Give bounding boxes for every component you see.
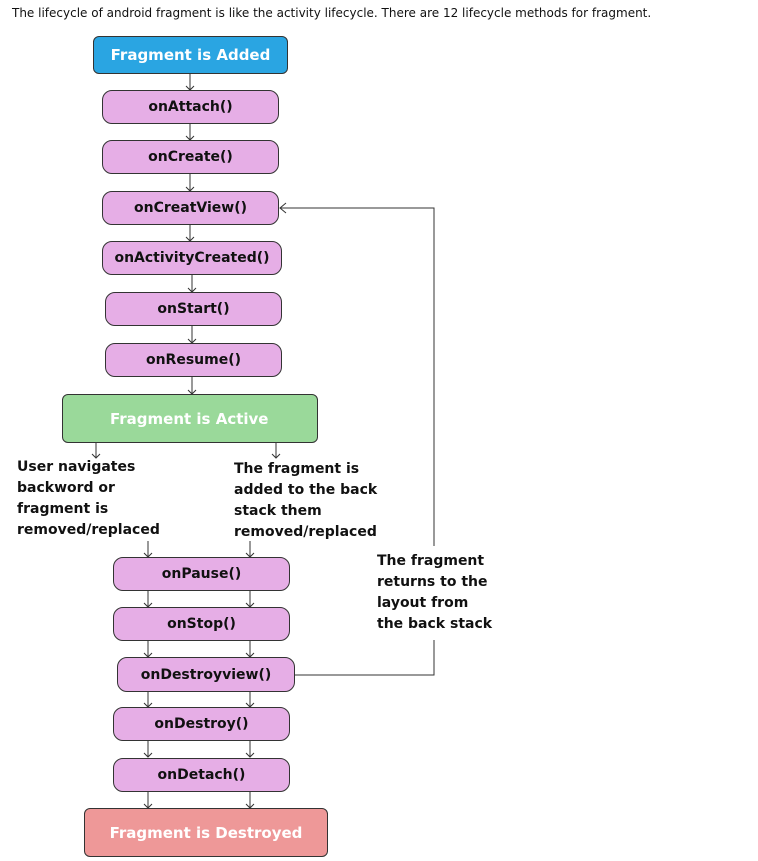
arrow-resume-active — [187, 377, 197, 395]
arrow-createview-activitycreated — [185, 225, 195, 242]
on-resume-method: onResume() — [105, 343, 282, 377]
returns-from-back-stack-note: The fragment returns to the layout from … — [377, 553, 493, 632]
arrow-start-resume — [187, 326, 197, 344]
intro-text: The lifecycle of android fragment is lik… — [12, 6, 652, 20]
arrow-pause-stop-left — [143, 591, 153, 608]
on-destroy-view-method: onDestroyview() — [117, 657, 295, 692]
arrow-backstack-loop — [279, 202, 435, 676]
on-attach-method: onAttach() — [102, 90, 279, 124]
arrow-stop-destroyview-left — [143, 641, 153, 658]
arrow-left-note-pause — [143, 541, 153, 558]
arrow-right-note-pause — [245, 541, 255, 558]
fragment-active-state: Fragment is Active — [62, 394, 318, 443]
fragment-destroyed-state: Fragment is Destroyed — [84, 808, 328, 857]
arrow-create-createview — [185, 174, 195, 192]
on-stop-method: onStop() — [113, 607, 290, 641]
on-create-method: onCreate() — [102, 140, 279, 174]
arrow-added-attach — [185, 74, 195, 91]
arrow-destroyview-destroy-left — [143, 692, 153, 708]
arrow-detach-destroyed-right — [245, 792, 255, 809]
arrow-active-right-note — [271, 443, 281, 459]
arrow-stop-destroyview-right — [245, 641, 255, 658]
arrow-detach-destroyed-left — [143, 792, 153, 809]
arrow-destroy-detach-right — [245, 741, 255, 758]
back-stack-note: The fragment is added to the back stack … — [234, 461, 378, 540]
on-detach-method: onDetach() — [113, 758, 290, 792]
user-navigates-note: User navigates backword or fragment is r… — [17, 459, 160, 538]
arrow-active-left-note — [91, 443, 101, 459]
arrow-activitycreated-start — [187, 275, 197, 293]
on-destroy-method: onDestroy() — [113, 707, 290, 741]
arrow-attach-create — [185, 124, 195, 141]
on-activity-created-method: onActivityCreated() — [102, 241, 282, 275]
fragment-added-state: Fragment is Added — [93, 36, 288, 74]
arrow-destroy-detach-left — [143, 741, 153, 758]
arrow-destroyview-destroy-right — [245, 692, 255, 708]
on-pause-method: onPause() — [113, 557, 290, 591]
on-start-method: onStart() — [105, 292, 282, 326]
arrow-pause-stop-right — [245, 591, 255, 608]
on-create-view-method: onCreatView() — [102, 191, 279, 225]
